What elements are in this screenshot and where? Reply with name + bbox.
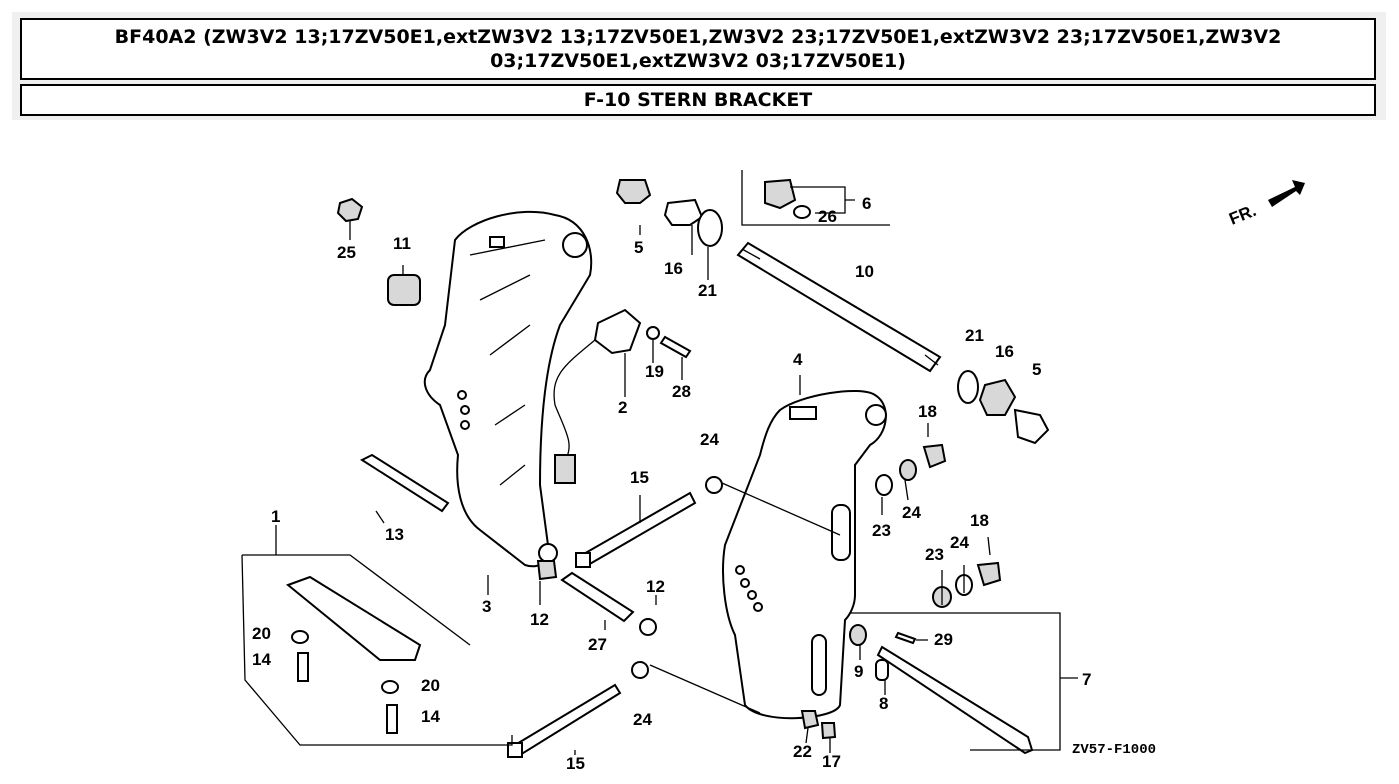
callout-label: 14 bbox=[421, 707, 440, 726]
callout-label: 18 bbox=[970, 511, 989, 530]
callout-label: 24 bbox=[633, 710, 652, 729]
header: BF40A2 (ZW3V2 13;17ZV50E1,extZW3V2 13;17… bbox=[12, 12, 1386, 120]
callout-label: 16 bbox=[995, 342, 1014, 361]
callout-label: 20 bbox=[252, 624, 271, 643]
callout-label: 8 bbox=[879, 694, 888, 713]
callout-label: 18 bbox=[918, 402, 937, 421]
callout-label: 9 bbox=[854, 662, 863, 681]
callout-labels: 25 11 5 16 21 26 6 10 19 28 2 4 21 16 5 … bbox=[252, 194, 1156, 773]
drawing-code: ZV57-F1000 bbox=[1072, 742, 1156, 758]
callout-label: 14 bbox=[252, 650, 271, 669]
callout-label: 6 bbox=[862, 194, 871, 213]
callout-label: 7 bbox=[1082, 670, 1091, 689]
callout-label: 5 bbox=[634, 238, 643, 257]
direction-label: FR. bbox=[1226, 201, 1259, 229]
page-title: BF40A2 (ZW3V2 13;17ZV50E1,extZW3V2 13;17… bbox=[20, 18, 1376, 80]
callout-label: 13 bbox=[385, 525, 404, 544]
callout-label: 24 bbox=[700, 430, 719, 449]
callout-label: 20 bbox=[421, 676, 440, 695]
callout-label: 17 bbox=[822, 752, 841, 771]
callout-label: 27 bbox=[588, 635, 607, 654]
small-parts bbox=[241, 170, 1078, 758]
callout-label: 23 bbox=[872, 521, 891, 540]
callout-label: 2 bbox=[618, 398, 627, 417]
stern-bracket-right bbox=[722, 389, 887, 720]
callout-label: 3 bbox=[482, 597, 491, 616]
callout-label: 26 bbox=[818, 207, 837, 226]
callout-label: 12 bbox=[646, 577, 665, 596]
callout-label: 16 bbox=[664, 259, 683, 278]
callout-label: 4 bbox=[793, 350, 803, 369]
stern-bracket-left bbox=[423, 210, 593, 568]
callout-label: 24 bbox=[950, 533, 969, 552]
callout-label: 29 bbox=[934, 630, 953, 649]
callout-label: 15 bbox=[630, 468, 649, 487]
callout-label: 5 bbox=[1032, 360, 1041, 379]
leader-lines bbox=[349, 221, 991, 755]
front-direction-arrow: FR. bbox=[1226, 180, 1305, 229]
section-title: F-10 STERN BRACKET bbox=[20, 84, 1376, 116]
callout-label: 24 bbox=[902, 503, 921, 522]
callout-label: 11 bbox=[393, 234, 411, 253]
callout-label: 22 bbox=[793, 742, 812, 761]
callout-label: 28 bbox=[672, 382, 691, 401]
tilt-shaft bbox=[736, 241, 942, 373]
callout-label: 1 bbox=[271, 507, 280, 526]
callout-label: 15 bbox=[566, 754, 585, 773]
parts-diagram: FR. 25 11 5 16 21 26 6 10 19 28 2 4 21 1… bbox=[241, 170, 1305, 773]
callout-label: 21 bbox=[698, 281, 717, 300]
callout-label: 10 bbox=[855, 262, 874, 281]
callout-label: 25 bbox=[337, 243, 356, 262]
callout-label: 19 bbox=[645, 362, 664, 381]
callout-label: 12 bbox=[530, 610, 549, 629]
callout-label: 23 bbox=[925, 545, 944, 564]
callout-label: 21 bbox=[965, 326, 984, 345]
